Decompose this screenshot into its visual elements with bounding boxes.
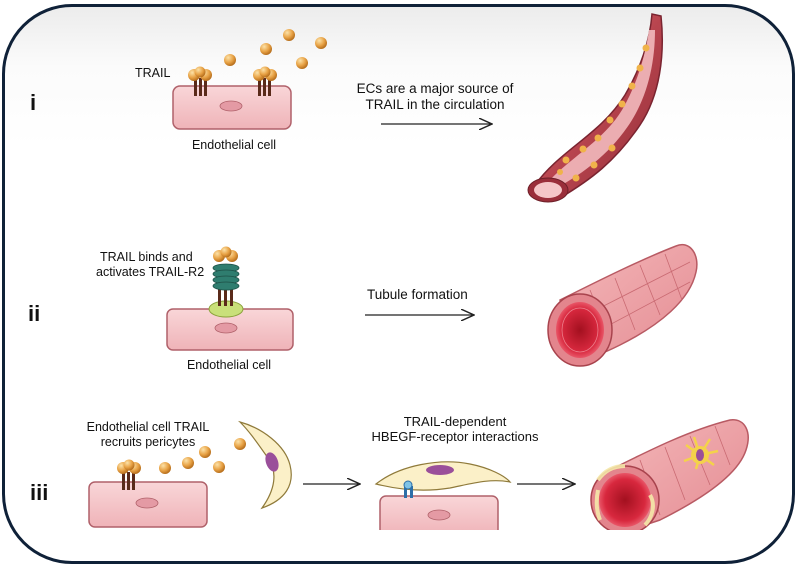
panel-i-blood-vessel — [527, 13, 664, 203]
panel-ii-trail-r2-receptor — [208, 246, 244, 318]
panel-iii-mid-caption: TRAIL-dependent HBEGF-receptor interacti… — [342, 414, 568, 444]
panel-iii-numeral: iii — [30, 480, 49, 505]
panel-i-trail-receptor-left — [188, 66, 212, 96]
panel-ii-numeral: ii — [28, 301, 41, 326]
panel-i-caption-line1: ECs are a major source of — [356, 81, 514, 96]
panel-i-free-trail-molecules — [224, 29, 327, 69]
panel-iii-pericyte — [237, 420, 292, 510]
panel-iii-mid-line1: TRAIL-dependent — [403, 414, 507, 429]
panel-iii-endothelial-cell — [88, 481, 208, 528]
panel-i-endothelial-cell — [172, 85, 292, 130]
panel-iii-mid-line2: HBEGF-receptor interactions — [371, 429, 539, 444]
panel-ii-endothelial-cell — [166, 308, 294, 351]
panel-i-trail-label: TRAIL — [135, 66, 171, 80]
panel-iii-free-trail-molecules — [159, 438, 246, 474]
panel-i-numeral: i — [30, 90, 37, 115]
panel-i-caption: ECs are a major source of TRAIL in the c… — [345, 81, 525, 113]
panel-ii-caption: TRAIL binds and activates TRAIL-R2 — [96, 250, 204, 280]
panel-i-cell-label: Endothelial cell — [191, 138, 277, 152]
panel-iii-cell-pericyte-complex — [374, 461, 512, 530]
panel-i-trail-receptor-right — [253, 66, 277, 96]
panel-iii-caption-line2: recruits pericytes — [100, 435, 196, 449]
panel-ii-caption-line2: activates TRAIL-R2 — [96, 265, 205, 279]
panel-i-caption-line2: TRAIL in the circulation — [365, 97, 505, 112]
panel-ii-cell-label: Endothelial cell — [186, 358, 272, 372]
panel-iii-caption-line1: Endothelial cell TRAIL — [86, 420, 210, 434]
panel-iii-caption: Endothelial cell TRAIL recruits pericyte… — [80, 420, 216, 450]
panel-iii-trail-receptor — [117, 459, 141, 490]
panel-ii-arrow-label: Tubule formation — [367, 287, 468, 302]
panel-iii-mature-vessel — [590, 419, 749, 530]
diagram-art — [88, 13, 749, 530]
panel-ii-caption-line1: TRAIL binds and — [100, 250, 193, 264]
panel-ii-tubule — [547, 243, 698, 367]
